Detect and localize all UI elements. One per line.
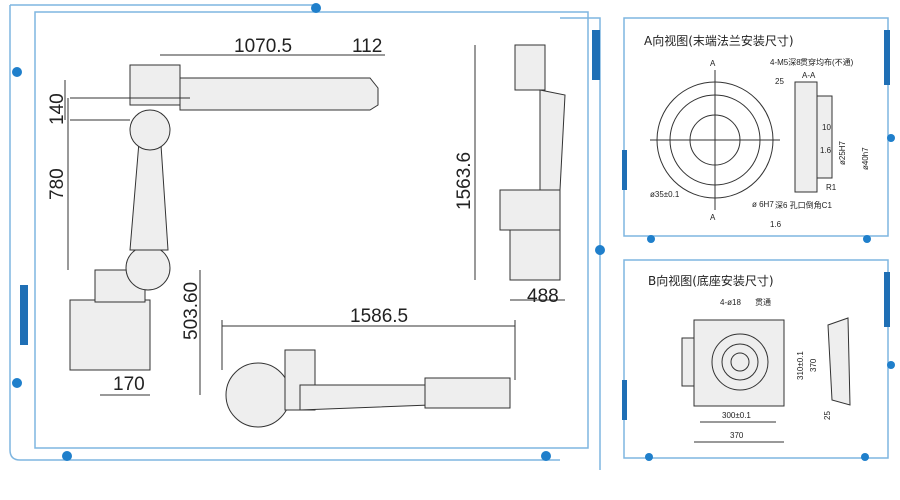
hole-note-extra: 贯穿均布(不通) <box>800 57 854 67</box>
dim-side-depth: 488 <box>527 286 559 307</box>
main-frame <box>9 3 605 470</box>
pcd-dim: ø35±0.1 <box>650 190 680 199</box>
section-label: A-A <box>802 71 816 80</box>
base-hole-note-extra: 贯通 <box>755 297 771 307</box>
hole-note: 4-M5深8 <box>770 58 801 67</box>
view-marker-a-top: A <box>710 59 716 68</box>
flange-drawing <box>650 70 833 210</box>
panel-b-frame <box>622 259 895 461</box>
dim-10: 10 <box>822 123 831 132</box>
dim-reach: 1586.5 <box>350 306 408 327</box>
dim-16: 1.6 <box>820 146 832 155</box>
dim-upper-height: 140 <box>47 93 68 125</box>
dim-370-vertical: 370 <box>809 358 818 372</box>
dim-25: 25 <box>823 411 832 420</box>
view-marker-a-bottom: A <box>710 213 716 222</box>
panel-a-frame <box>622 17 895 243</box>
dim-300: 300±0.1 <box>722 411 751 420</box>
dim-310: 310±0.1 <box>796 351 805 380</box>
panel-a-title: A向视图(末端法兰安装尺寸) <box>644 33 794 48</box>
radius-dim: R1 <box>826 183 837 192</box>
dim-top-offset: 112 <box>352 36 382 57</box>
robot-side-view <box>64 54 385 396</box>
outer-dim: ø40h7 <box>861 147 870 170</box>
base-drawing <box>681 317 851 443</box>
roughness-2: 1.6 <box>770 220 782 229</box>
dim-arm-height: 780 <box>47 168 68 200</box>
pin-hole: ø 6H7 <box>752 200 774 209</box>
pin-note: 深6 孔口倒角C1 <box>775 200 832 210</box>
bore-dim: ø25H7 <box>838 140 847 165</box>
dim-total-height: 1563.6 <box>454 152 475 210</box>
roughness-1: 25 <box>775 77 784 86</box>
base-hole-note: 4-ø18 <box>720 298 741 307</box>
dim-base-height: 503.60 <box>181 282 202 340</box>
dim-370-horizontal: 370 <box>730 431 744 440</box>
dim-base-width: 170 <box>113 374 145 395</box>
robot-top-view <box>221 320 516 428</box>
panel-b-title: B向视图(底座安装尺寸) <box>648 273 774 288</box>
robot-front-view <box>474 44 566 301</box>
dim-top-length: 1070.5 <box>234 36 292 57</box>
